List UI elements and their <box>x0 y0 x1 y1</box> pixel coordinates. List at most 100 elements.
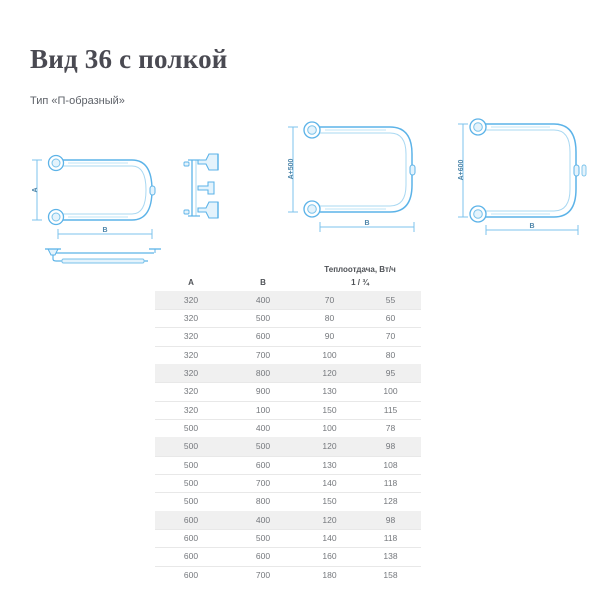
drawing-top-view-with-shelf: A B <box>28 148 168 266</box>
cell-a: 500 <box>155 455 227 475</box>
cell-b: 800 <box>227 363 299 383</box>
cell-heat-1: 80 <box>299 308 360 328</box>
cell-b: 600 <box>227 327 299 347</box>
cell-b: 400 <box>227 418 299 438</box>
cell-a: 320 <box>155 382 227 402</box>
cell-heat-075: 115 <box>360 400 421 420</box>
cell-b: 700 <box>227 474 299 493</box>
cell-b: 600 <box>227 455 299 475</box>
drawing-front-view-a600: A+600 B <box>452 112 592 247</box>
cell-heat-075: 95 <box>360 363 421 383</box>
cell-heat-075: 128 <box>360 492 421 512</box>
cell-heat-1: 140 <box>299 529 360 548</box>
table-header: A B Теплоотдача, Вт/ч 1 / ¾ <box>155 262 421 291</box>
cell-heat-1: 130 <box>299 382 360 402</box>
cell-heat-1: 70 <box>299 290 360 310</box>
cell-b: 700 <box>227 565 299 585</box>
cell-heat-1: 160 <box>299 547 360 567</box>
dimension-label-a: A <box>32 187 39 192</box>
column-header-b: B <box>260 277 266 287</box>
cell-heat-1: 140 <box>299 474 360 493</box>
drawing-side-profile <box>178 152 226 228</box>
cell-a: 320 <box>155 400 227 420</box>
drawing-front-view-a500: A+500 B <box>282 112 430 247</box>
cell-a: 320 <box>155 345 227 365</box>
cell-heat-075: 118 <box>360 529 421 548</box>
cell-a: 500 <box>155 418 227 438</box>
cell-b: 800 <box>227 492 299 512</box>
cell-a: 500 <box>155 437 227 457</box>
cell-heat-1: 130 <box>299 455 360 475</box>
dimension-label-a600: A+600 <box>458 159 465 180</box>
cell-heat-1: 120 <box>299 437 360 457</box>
cell-heat-075: 70 <box>360 327 421 347</box>
cell-heat-075: 118 <box>360 474 421 493</box>
cell-heat-1: 100 <box>299 345 360 365</box>
cell-a: 600 <box>155 565 227 585</box>
cell-heat-1: 120 <box>299 363 360 383</box>
cell-a: 600 <box>155 547 227 567</box>
dimension-label-b: B <box>102 227 107 234</box>
cell-b: 700 <box>227 345 299 365</box>
cell-heat-075: 80 <box>360 345 421 365</box>
cell-b: 900 <box>227 382 299 402</box>
cell-a: 320 <box>155 308 227 328</box>
table-header-row-sub: 1 / ¾ <box>155 278 421 291</box>
cell-b: 500 <box>227 529 299 548</box>
cell-heat-075: 78 <box>360 418 421 438</box>
dimension-label-a500: A+500 <box>288 158 295 179</box>
cell-a: 500 <box>155 474 227 493</box>
cell-heat-1: 150 <box>299 492 360 512</box>
cell-heat-1: 120 <box>299 510 360 530</box>
column-header-heat-output: Теплоотдача, Вт/ч <box>324 265 396 274</box>
cell-b: 400 <box>227 510 299 530</box>
cell-heat-075: 98 <box>360 437 421 457</box>
page-title: Вид 36 с полкой <box>30 44 228 74</box>
cell-a: 320 <box>155 327 227 347</box>
cell-b: 500 <box>227 308 299 328</box>
page-subtitle: Тип «П-образный» <box>30 95 125 107</box>
cell-heat-075: 60 <box>360 308 421 328</box>
dimension-label-b-right: B <box>529 223 534 230</box>
cell-b: 600 <box>227 547 299 567</box>
column-header-heat-sub: 1 / ¾ <box>351 277 369 287</box>
dimension-label-b-mid: B <box>364 220 369 227</box>
cell-heat-075: 138 <box>360 547 421 567</box>
table-header-row-main: A B Теплоотдача, Вт/ч <box>155 262 421 287</box>
cell-heat-075: 108 <box>360 455 421 475</box>
cell-b: 500 <box>227 437 299 457</box>
cell-b: 400 <box>227 290 299 310</box>
cell-heat-1: 150 <box>299 400 360 420</box>
cell-heat-075: 100 <box>360 382 421 402</box>
cell-heat-1: 100 <box>299 418 360 438</box>
cell-heat-075: 98 <box>360 510 421 530</box>
cell-a: 600 <box>155 510 227 530</box>
cell-heat-1: 90 <box>299 327 360 347</box>
cell-a: 600 <box>155 529 227 548</box>
cell-heat-075: 55 <box>360 290 421 310</box>
cell-a: 500 <box>155 492 227 512</box>
column-header-a: A <box>188 277 194 287</box>
cell-heat-075: 158 <box>360 565 421 585</box>
cell-a: 320 <box>155 363 227 383</box>
cell-a: 320 <box>155 290 227 310</box>
